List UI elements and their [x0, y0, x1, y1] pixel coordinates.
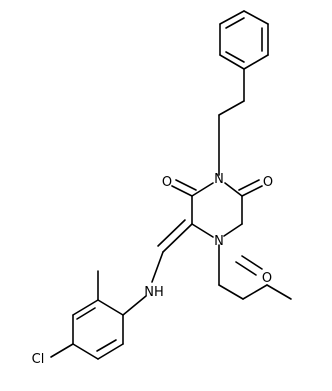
atom-label-o-right: O — [263, 175, 273, 190]
atom-label-n-top: N — [214, 172, 224, 187]
bonds — [50, 10, 292, 360]
atom-label-cl: Cl — [32, 352, 45, 367]
atom-label-n-bottom: N — [214, 234, 224, 249]
atom-label-nh: NH — [144, 285, 164, 300]
atom-label-o-left: O — [162, 175, 172, 190]
atom-labels: N N O O O NH Cl — [32, 172, 273, 367]
atom-label-o-bottom: O — [262, 271, 272, 286]
